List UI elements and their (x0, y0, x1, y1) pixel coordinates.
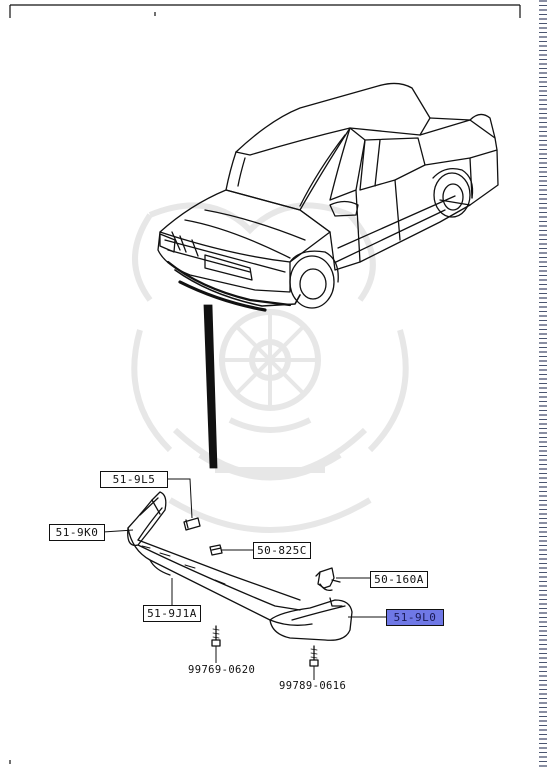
callout-50-825c[interactable]: 50-825C (253, 542, 311, 559)
frame-marks (9, 4, 521, 764)
callout-51-9j1a[interactable]: 51-9J1A (143, 605, 201, 622)
page-edge-stripe (539, 0, 547, 768)
bolt-label-99789-0616[interactable]: 99789-0616 (279, 680, 347, 692)
watermark-emblem (131, 202, 409, 533)
callout-51-9k0[interactable]: 51-9K0 (49, 524, 105, 541)
car-illustration (157, 82, 499, 312)
callout-51-9l0[interactable]: 51-9L0 (386, 609, 444, 626)
callout-51-9l5[interactable]: 51-9L5 (100, 471, 168, 488)
spoiler-assembly (127, 491, 353, 667)
callout-50-160a[interactable]: 50-160A (370, 571, 428, 588)
leader-lines (102, 478, 386, 680)
bolt-label-99769-0620[interactable]: 99769-0620 (188, 664, 256, 676)
leader-wedge (203, 304, 218, 469)
